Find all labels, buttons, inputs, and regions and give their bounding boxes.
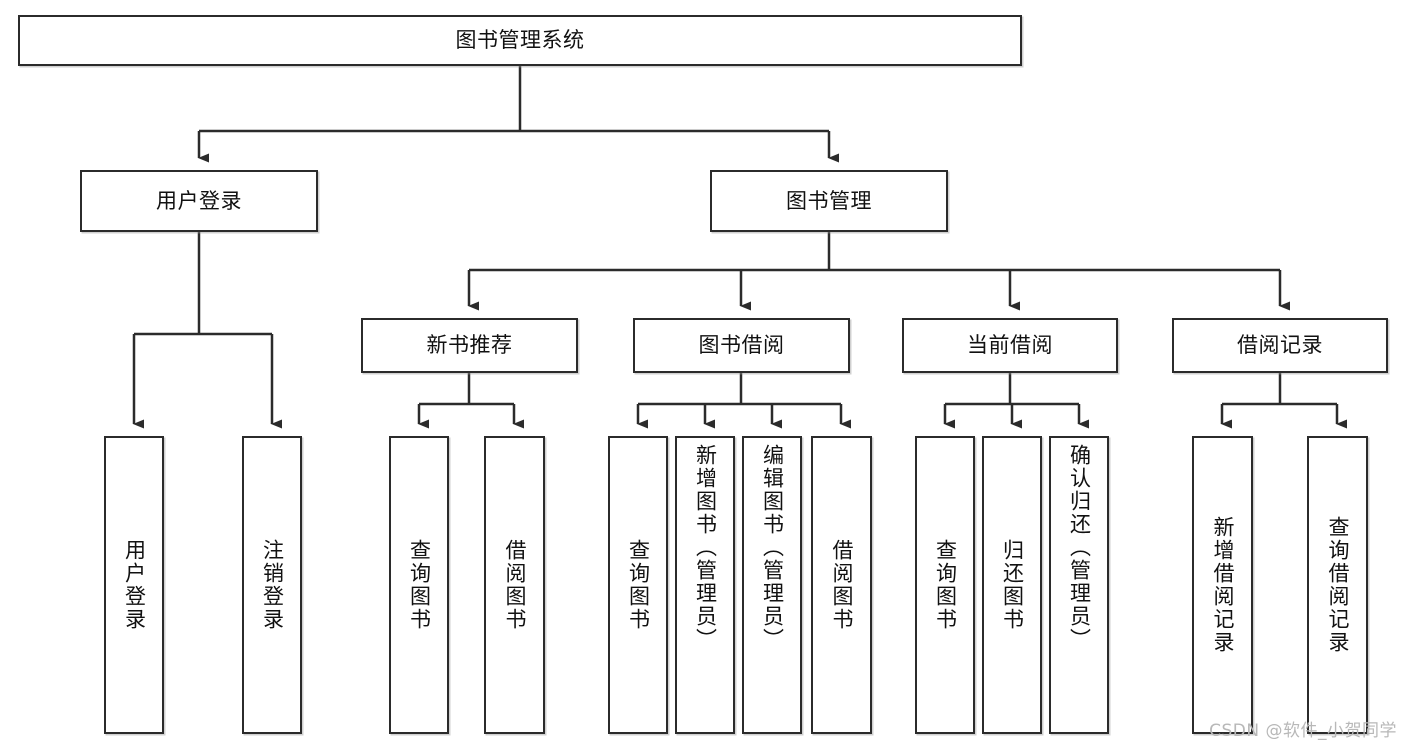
node-book-borrow[interactable]: 图书借阅 bbox=[633, 318, 850, 373]
node-book-manage[interactable]: 图书管理 bbox=[710, 170, 948, 232]
node-leaf-logout-login[interactable]: 注销登录 bbox=[242, 436, 302, 734]
node-label: 注销登录 bbox=[260, 539, 285, 631]
node-label: 查询图书 bbox=[626, 539, 651, 631]
node-label: 用户登录 bbox=[122, 539, 147, 631]
node-leaf-query-borrow-record[interactable]: 查询借阅记录 bbox=[1307, 436, 1368, 734]
node-borrow-record[interactable]: 借阅记录 bbox=[1172, 318, 1388, 373]
node-leaf-borrow-book-2[interactable]: 借阅图书 bbox=[811, 436, 872, 734]
node-leaf-confirm-return-admin[interactable]: 确认归还（管理员） bbox=[1049, 436, 1109, 734]
node-leaf-edit-book-admin[interactable]: 编辑图书（管理员） bbox=[742, 436, 802, 734]
node-label: 借阅图书 bbox=[503, 539, 527, 631]
node-label: 图书借阅 bbox=[698, 333, 785, 358]
node-user-login[interactable]: 用户登录 bbox=[80, 170, 318, 232]
node-new-book-recommend[interactable]: 新书推荐 bbox=[361, 318, 578, 373]
node-leaf-query-book-2[interactable]: 查询图书 bbox=[608, 436, 668, 734]
node-label: 新书推荐 bbox=[426, 333, 513, 358]
node-label: 查询借阅记录 bbox=[1326, 516, 1350, 654]
csdn-watermark: CSDN @软件_小贺同学 bbox=[1209, 721, 1397, 741]
node-leaf-add-book-admin[interactable]: 新增图书（管理员） bbox=[675, 436, 735, 734]
node-label: 图书管理 bbox=[786, 188, 872, 213]
node-label: 查询图书 bbox=[407, 539, 432, 631]
node-label: 新增图书（管理员） bbox=[693, 444, 718, 651]
node-label: 新增借阅记录 bbox=[1211, 516, 1235, 654]
node-leaf-query-book-3[interactable]: 查询图书 bbox=[915, 436, 975, 734]
node-label: 编辑图书（管理员） bbox=[760, 444, 785, 651]
node-label: 图书管理系统 bbox=[455, 28, 585, 53]
node-leaf-return-book[interactable]: 归还图书 bbox=[982, 436, 1042, 734]
node-leaf-add-borrow-record[interactable]: 新增借阅记录 bbox=[1192, 436, 1253, 734]
node-label: 确认归还（管理员） bbox=[1067, 444, 1092, 651]
node-label: 借阅记录 bbox=[1237, 333, 1323, 358]
node-root-system[interactable]: 图书管理系统 bbox=[18, 15, 1022, 66]
node-label: 归还图书 bbox=[1000, 539, 1025, 631]
node-label: 用户登录 bbox=[156, 188, 242, 213]
node-leaf-borrow-book-1[interactable]: 借阅图书 bbox=[484, 436, 545, 734]
node-current-borrow[interactable]: 当前借阅 bbox=[902, 318, 1118, 373]
node-label: 借阅图书 bbox=[830, 539, 854, 631]
node-label: 查询图书 bbox=[933, 539, 958, 631]
node-leaf-query-book-1[interactable]: 查询图书 bbox=[389, 436, 449, 734]
node-leaf-user-login[interactable]: 用户登录 bbox=[104, 436, 164, 734]
node-label: 当前借阅 bbox=[967, 333, 1053, 358]
